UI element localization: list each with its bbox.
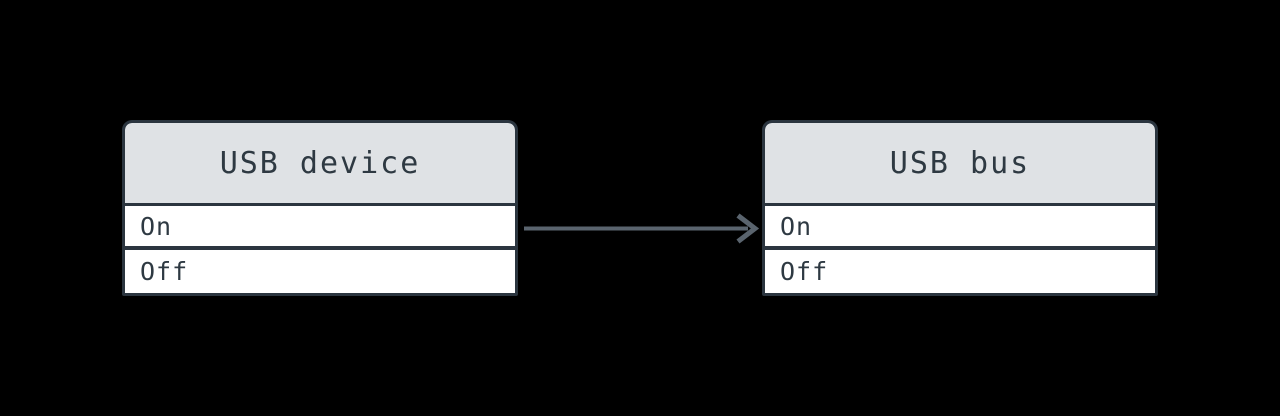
node-usb-device[interactable]: USB device On Off <box>122 120 518 296</box>
row-label-on: On <box>780 211 813 241</box>
node-usb-device-row-on[interactable]: On <box>125 206 515 250</box>
node-usb-bus-header: USB bus <box>765 123 1155 206</box>
node-usb-device-header: USB device <box>125 123 515 206</box>
row-label-on: On <box>140 211 173 241</box>
node-usb-device-row-off[interactable]: Off <box>125 250 515 293</box>
node-usb-bus-row-on[interactable]: On <box>765 206 1155 250</box>
node-usb-device-title: USB device <box>219 145 421 181</box>
row-label-off: Off <box>780 257 829 286</box>
node-usb-bus[interactable]: USB bus On Off <box>762 120 1158 296</box>
node-usb-bus-title: USB bus <box>889 145 1031 181</box>
arrowhead-right-icon <box>736 213 760 244</box>
node-usb-bus-row-off[interactable]: Off <box>765 250 1155 293</box>
row-label-off: Off <box>140 257 189 286</box>
